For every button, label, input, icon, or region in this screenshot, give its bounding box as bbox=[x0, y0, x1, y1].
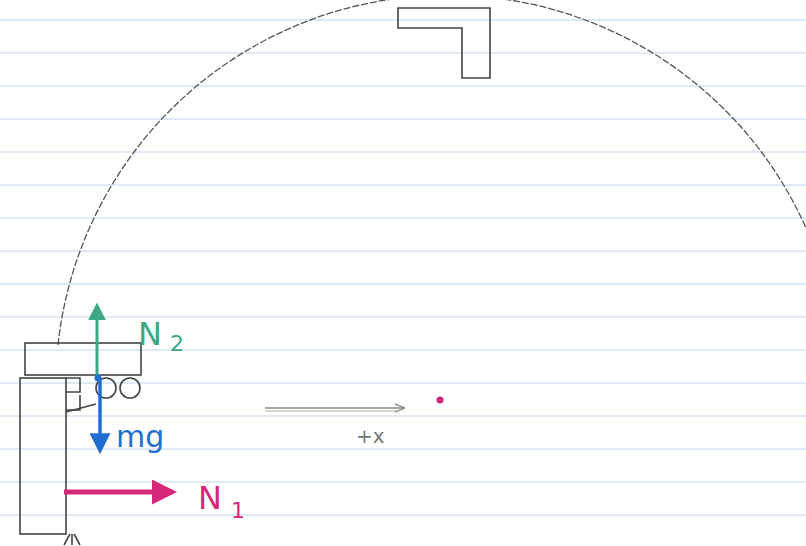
weight-arrow bbox=[98, 380, 102, 450]
top-cart bbox=[398, 8, 490, 78]
positive-x-arrow-shadow bbox=[265, 411, 396, 412]
normal-force-n1-arrow bbox=[64, 490, 172, 495]
loop-center-dot bbox=[437, 397, 444, 404]
loop-track bbox=[58, 0, 806, 345]
force-symbol: N bbox=[198, 482, 222, 514]
axis-label: +x bbox=[356, 426, 385, 446]
ruled-lines bbox=[0, 20, 806, 515]
positive-x-arrow bbox=[265, 407, 404, 408]
center-of-mass-dot bbox=[95, 375, 102, 382]
force-symbol: N bbox=[138, 318, 162, 350]
force-subscript: 1 bbox=[231, 500, 245, 522]
force-symbol: mg bbox=[116, 422, 164, 452]
force-subscript: 2 bbox=[170, 333, 184, 355]
normal-force-n2-arrow bbox=[96, 306, 99, 376]
